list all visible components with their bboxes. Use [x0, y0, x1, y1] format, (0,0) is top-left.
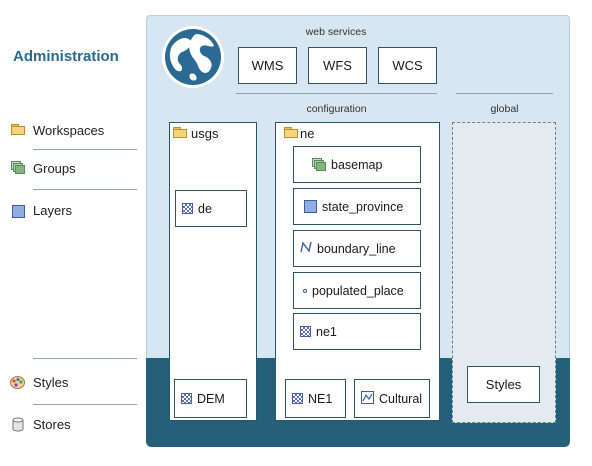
raster-layer-icon — [300, 326, 311, 337]
wms-service-box[interactable]: WMS — [238, 47, 297, 84]
divider — [33, 189, 137, 190]
store-ne1[interactable]: NE1 — [285, 379, 346, 418]
layer-group-icon — [312, 158, 326, 171]
sidebar-item-stores[interactable]: Stores — [33, 417, 71, 432]
store-label: Cultural — [379, 391, 423, 406]
web-services-heading: web services — [305, 26, 367, 38]
layer-state-province[interactable]: state_province — [293, 188, 421, 225]
divider — [456, 93, 553, 94]
layer-group-basemap[interactable]: basemap — [293, 146, 421, 183]
layer-label: basemap — [331, 157, 383, 172]
sidebar-item-layers[interactable]: Layers — [33, 203, 73, 218]
workspace-usgs-label: usgs — [191, 126, 219, 141]
folder-icon — [11, 124, 25, 135]
database-icon — [12, 417, 24, 437]
workspace-usgs[interactable] — [169, 122, 257, 421]
vector-store-icon — [361, 390, 374, 407]
palette-icon — [10, 376, 25, 394]
global-styles-box[interactable]: Styles — [467, 366, 540, 403]
polygon-layer-icon — [304, 200, 317, 213]
layer-group-icon — [11, 161, 25, 174]
divider — [33, 149, 137, 150]
sidebar-title: Administration — [13, 48, 119, 65]
wcs-service-box[interactable]: WCS — [378, 47, 437, 84]
raster-layer-icon — [182, 203, 193, 214]
folder-icon — [284, 127, 298, 138]
wfs-service-box[interactable]: WFS — [308, 47, 367, 84]
configuration-heading: configuration — [306, 103, 367, 115]
workspace-ne-label: ne — [300, 126, 315, 141]
sidebar-item-styles[interactable]: Styles — [33, 375, 69, 390]
layer-label: state_province — [322, 199, 404, 214]
layer-label: de — [198, 201, 212, 216]
layer-boundary-line[interactable]: boundary_line — [293, 230, 421, 267]
divider — [236, 93, 437, 94]
raster-store-icon — [292, 393, 303, 404]
layer-label: ne1 — [316, 324, 337, 339]
layer-populated-place[interactable]: populated_place — [293, 272, 421, 309]
sidebar-item-groups[interactable]: Groups — [33, 161, 76, 176]
folder-icon — [173, 127, 187, 138]
layer-ne1[interactable]: ne1 — [293, 313, 421, 350]
raster-store-icon — [181, 393, 192, 404]
store-label: NE1 — [308, 391, 333, 406]
store-dem[interactable]: DEM — [174, 379, 247, 418]
store-label: DEM — [197, 391, 225, 406]
global-heading: global — [490, 103, 519, 115]
point-layer-icon — [303, 288, 307, 293]
sidebar-item-workspaces[interactable]: Workspaces — [33, 123, 105, 138]
store-cultural[interactable]: Cultural — [354, 379, 430, 418]
layer-label: boundary_line — [317, 241, 396, 256]
globe-icon — [160, 24, 226, 95]
layer-de[interactable]: de — [175, 190, 247, 227]
line-layer-icon — [300, 241, 312, 256]
layer-icon — [12, 205, 25, 218]
divider — [33, 404, 137, 405]
divider — [33, 358, 137, 359]
layer-label: populated_place — [312, 283, 404, 298]
